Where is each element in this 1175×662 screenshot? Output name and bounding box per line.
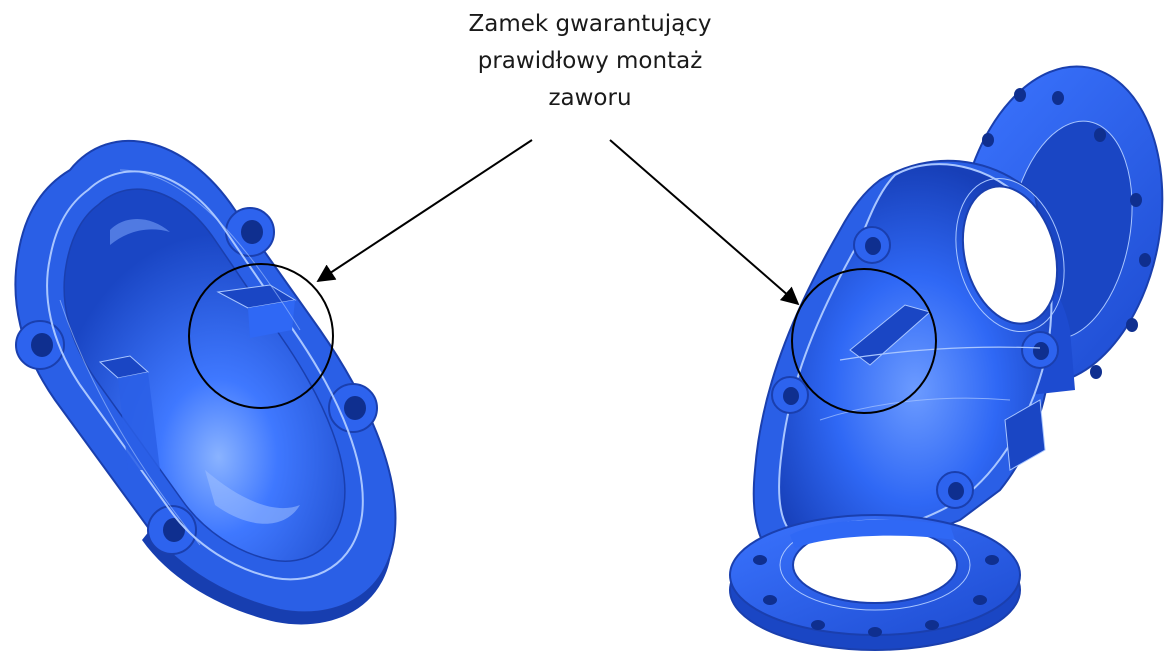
callout-label-line-3: zaworu: [548, 85, 632, 111]
callout-circle-right: [791, 268, 937, 414]
callout-arrow-left: [316, 139, 533, 282]
callout-circle-left: [188, 263, 334, 409]
valve-body-half-right: [729, 65, 1164, 651]
callout-label-line-1: Zamek gwarantujący: [468, 11, 712, 37]
callout-label-line-2: prawidłowy montaż: [477, 48, 703, 74]
callout-arrow-right: [609, 139, 800, 306]
callout-label: Zamek gwarantujący prawidłowy montaż zaw…: [390, 6, 790, 117]
valve-body-half-left: [14, 139, 397, 625]
